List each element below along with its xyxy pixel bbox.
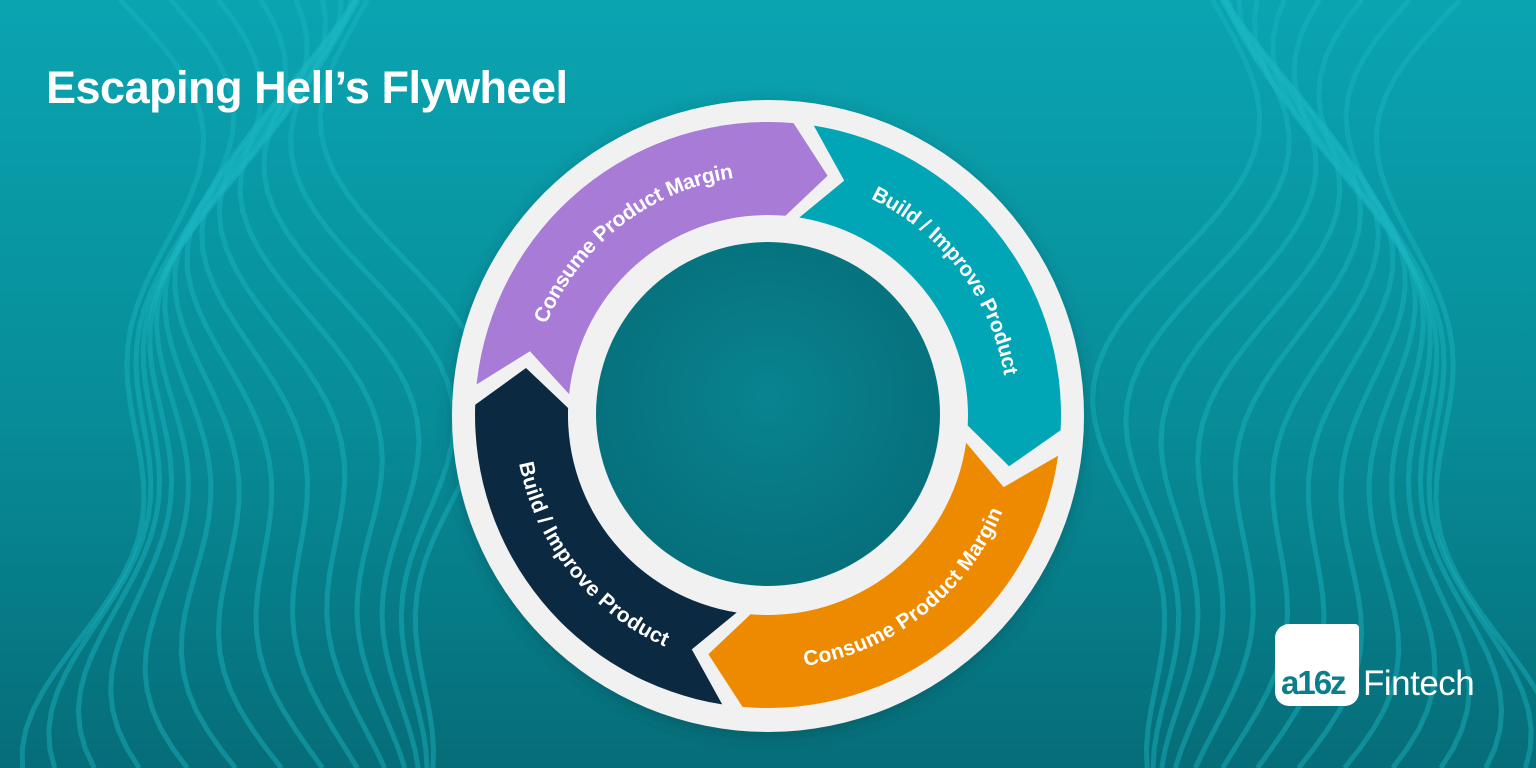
contour-line — [216, 0, 387, 768]
contour-line — [237, 0, 408, 768]
contour-line — [1373, 0, 1536, 695]
contour-line — [1270, 0, 1438, 768]
a16z-fintech-logo: a16z Fintech — [1275, 624, 1475, 706]
logo-badge: a16z — [1275, 624, 1359, 706]
contour-line — [1123, 0, 1292, 768]
logo-mark: a16z — [1281, 664, 1347, 701]
logo-text: Fintech — [1363, 664, 1475, 703]
contour-line — [288, 0, 457, 768]
flywheel-arrow-3 — [708, 442, 1059, 709]
contour-line — [46, 0, 237, 768]
flywheel-arrow-4 — [475, 368, 737, 705]
flywheel-arrow-2 — [799, 125, 1061, 467]
contour-line — [108, 0, 289, 768]
contour-line — [261, 0, 422, 768]
contour-line — [184, 0, 355, 768]
contour-line — [1236, 0, 1408, 768]
contour-line — [1158, 0, 1319, 768]
contour-line — [142, 0, 310, 768]
contour-line — [162, 0, 329, 768]
contour-line — [1291, 0, 1472, 768]
center-circle — [596, 242, 940, 586]
contour-line — [1090, 0, 1263, 768]
contour-line — [1316, 0, 1505, 768]
page-title: Escaping Hell’s Flywheel — [46, 62, 568, 113]
contour-line — [199, 0, 360, 768]
contour-line — [1193, 0, 1364, 768]
contour-line — [1343, 0, 1534, 768]
contour-line — [1251, 0, 1418, 768]
contour-line — [172, 0, 344, 768]
contour-line — [1172, 0, 1343, 768]
contour-line — [19, 0, 207, 768]
flywheel-arrow-1 — [476, 121, 828, 395]
contour-line — [75, 0, 264, 768]
